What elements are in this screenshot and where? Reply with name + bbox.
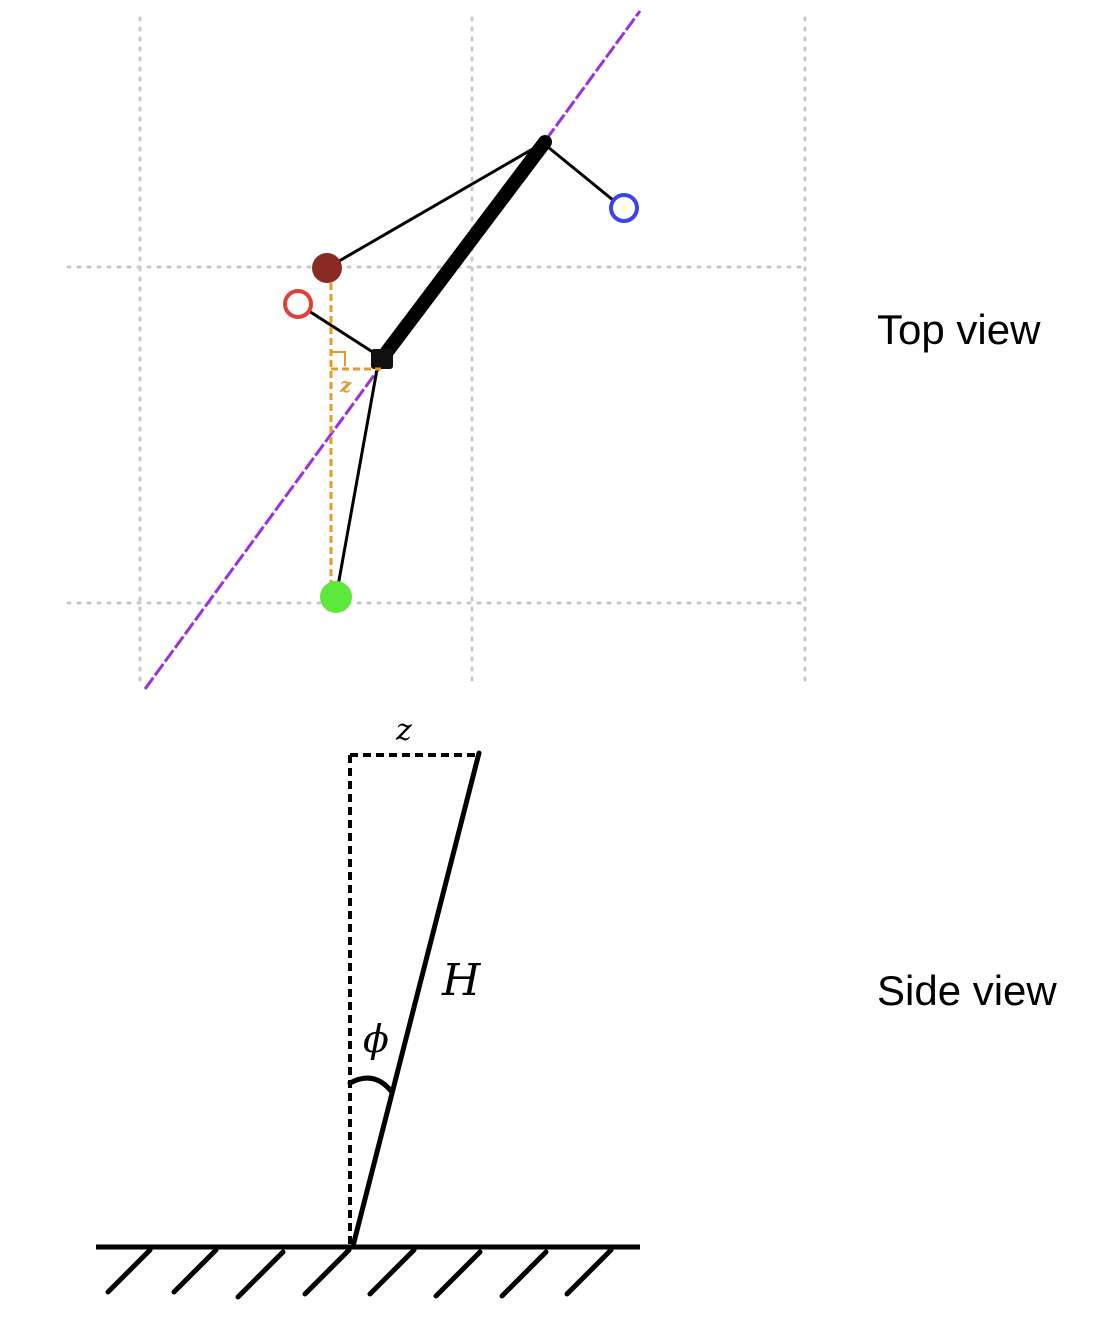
hatch-mark [564,1247,614,1297]
top-view-diagram: z [66,10,810,690]
arm-top-to-dark-marker [325,141,545,270]
marker-red-ring [283,289,313,319]
side-view-label: Side view [877,967,1057,1014]
tilted-rod [350,750,482,1249]
marker-dark-red [312,253,342,283]
grid [66,16,810,690]
side-view-diagram: z H ϕ [96,713,640,1300]
marker-green [320,581,352,613]
marker-blue-ring [609,193,639,223]
arm-bottom-to-red-marker [296,302,384,360]
top-view-label: Top view [877,306,1041,353]
angle-label: ϕ [363,1017,389,1061]
offset-construction [329,272,381,598]
angle-arc [347,1075,394,1094]
hatch-mark [433,1249,483,1299]
hatch-mark [367,1247,417,1297]
offset-label-top: z [339,373,352,397]
hatch-mark [171,1247,219,1295]
arm-top-to-blue-marker [541,141,626,211]
ground-hatching [105,1247,614,1300]
hatch-mark [105,1247,153,1295]
connector-arms [296,141,626,599]
right-angle-marker [331,351,346,366]
bar-end-cap [371,349,393,369]
hatch-mark [499,1249,549,1299]
offset-label-side: z [395,713,412,748]
height-label: H [441,955,482,1006]
hatch-mark [235,1249,286,1300]
arm-bottom-to-green-marker [334,362,380,599]
hatch-mark [302,1247,352,1297]
main-bar [373,135,552,368]
